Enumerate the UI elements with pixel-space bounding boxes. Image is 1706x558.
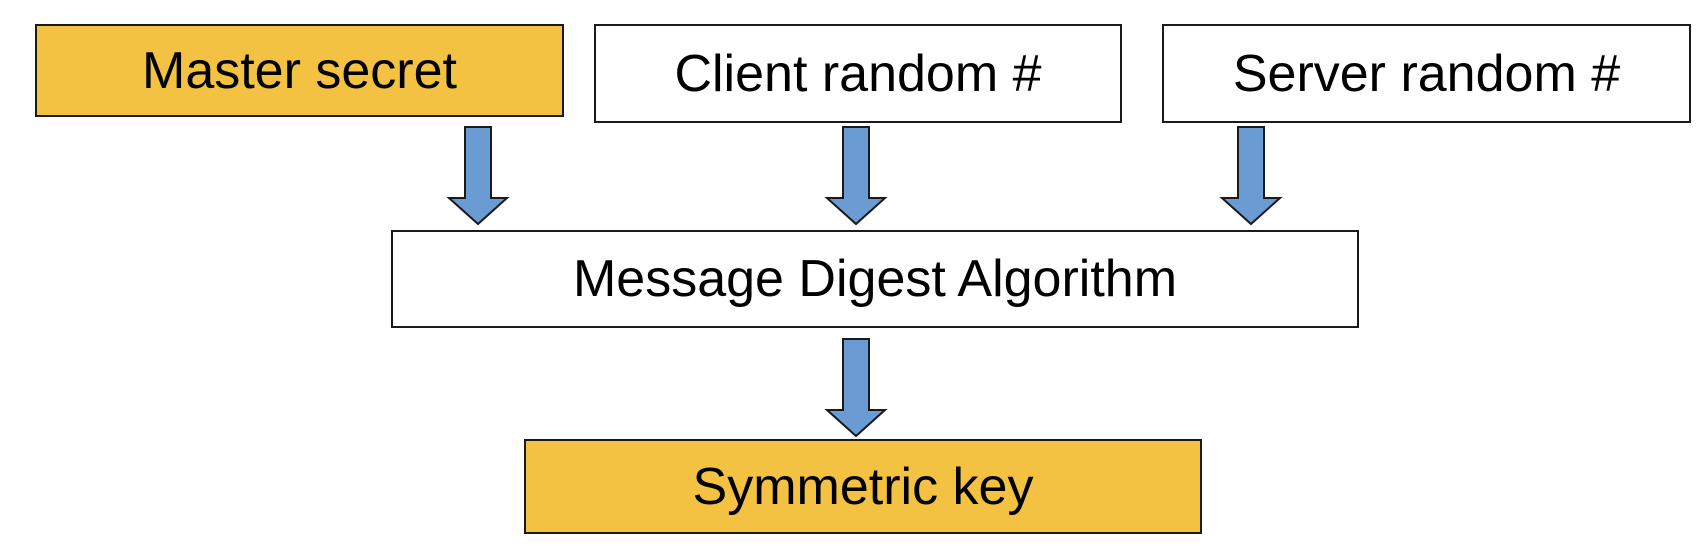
- server-random-box: Server random #: [1162, 24, 1691, 123]
- arrow-down-icon: [1219, 126, 1283, 226]
- arrow-down-icon: [824, 338, 888, 438]
- message-digest-label: Message Digest Algorithm: [572, 250, 1178, 308]
- master-secret-box: Master secret: [35, 24, 564, 117]
- client-random-box: Client random #: [594, 24, 1122, 123]
- client-random-label: Client random #: [674, 44, 1042, 103]
- master-secret-label: Master secret: [142, 41, 457, 100]
- arrow-down-icon: [446, 126, 510, 226]
- message-digest-box: Message Digest Algorithm: [391, 230, 1359, 328]
- symmetric-key-box: Symmetric key: [524, 439, 1202, 534]
- server-random-label: Server random #: [1232, 44, 1621, 103]
- arrow-down-icon: [824, 126, 888, 226]
- symmetric-key-label: Symmetric key: [692, 457, 1034, 516]
